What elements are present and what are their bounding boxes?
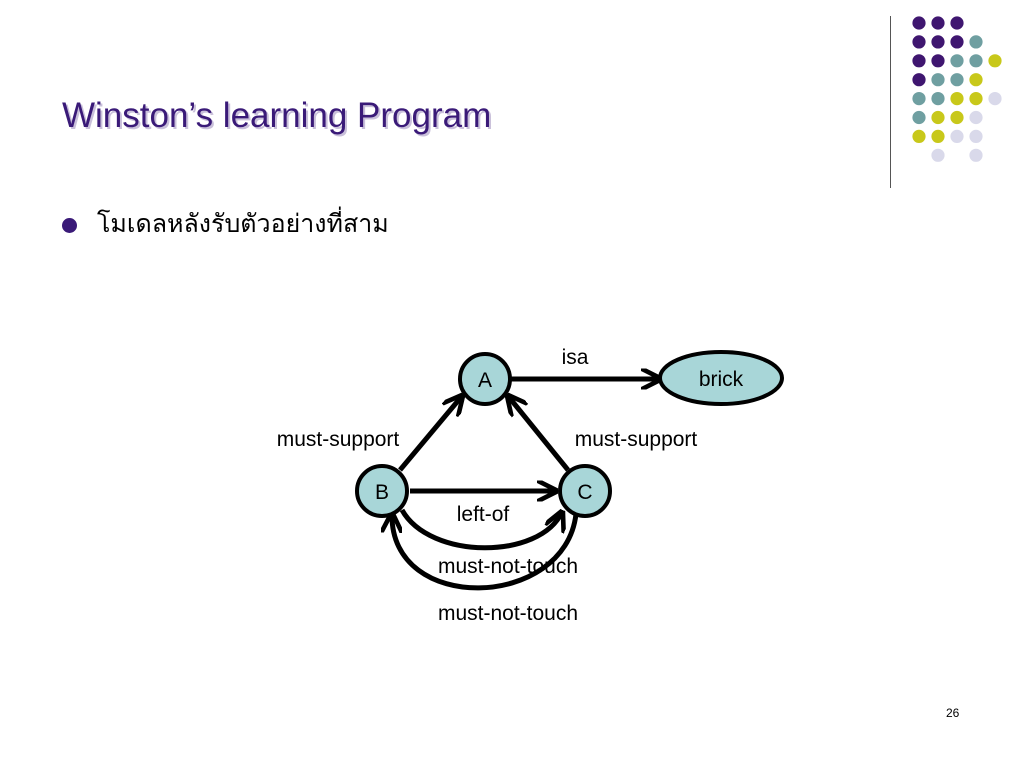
edge-b-a bbox=[398, 396, 462, 472]
decorative-dot bbox=[950, 110, 964, 125]
decorative-dot bbox=[931, 110, 945, 125]
edge-c-b-must-not-touch bbox=[392, 514, 579, 591]
decorative-dot-grid bbox=[912, 16, 1002, 162]
slide-title: Winston’s learning Program bbox=[62, 96, 492, 135]
bullet-item: โมเดลหลังรับตัวอย่างที่สาม bbox=[62, 204, 389, 244]
decorative-dot bbox=[988, 54, 1002, 68]
decorative-dot bbox=[950, 73, 964, 87]
decorative-dot bbox=[950, 92, 964, 106]
node-b: B bbox=[355, 464, 409, 518]
decorative-dot bbox=[931, 35, 945, 49]
decorative-dot bbox=[931, 16, 945, 30]
edge-label-must-support-left: must-support bbox=[277, 428, 400, 451]
node-a: A bbox=[458, 352, 512, 406]
edge-c-a bbox=[508, 396, 570, 472]
decorative-dot bbox=[912, 54, 926, 68]
decorative-dot bbox=[912, 129, 926, 143]
node-brick: brick bbox=[658, 350, 784, 406]
decorative-dot bbox=[912, 16, 926, 30]
decorative-dot bbox=[931, 92, 945, 106]
decorative-dot bbox=[988, 92, 1002, 106]
decorative-dot bbox=[969, 129, 983, 143]
edge-label-must-not-touch-lower: must-not-touch bbox=[438, 602, 578, 625]
decorative-dot bbox=[950, 35, 964, 49]
node-b-label: B bbox=[375, 481, 389, 504]
decorative-dot bbox=[912, 35, 926, 49]
decorative-dot bbox=[950, 54, 964, 68]
bullet-dot-icon bbox=[62, 217, 77, 233]
edge-label-must-support-right: must-support bbox=[575, 428, 698, 451]
decorative-dot bbox=[969, 148, 983, 162]
decorative-dot bbox=[931, 54, 945, 68]
decorative-dot bbox=[950, 129, 964, 143]
edge-b-c-must-not-touch bbox=[399, 510, 562, 551]
decorative-dot bbox=[969, 35, 983, 49]
edge-label-left-of: left-of bbox=[457, 503, 510, 526]
header-divider bbox=[890, 16, 891, 188]
edge-label-isa: isa bbox=[562, 346, 589, 369]
bullet-text: โมเดลหลังรับตัวอย่างที่สาม bbox=[97, 209, 389, 238]
node-a-label: A bbox=[478, 369, 492, 392]
node-c: C bbox=[558, 464, 612, 518]
decorative-dot bbox=[912, 73, 926, 87]
decorative-dot bbox=[969, 110, 983, 125]
decorative-dot bbox=[969, 92, 983, 106]
semantic-network-diagram: A B C brick isa must-support must-suppor… bbox=[277, 346, 784, 625]
decorative-dot bbox=[931, 73, 945, 87]
page-number: 26 bbox=[946, 706, 960, 720]
edge-label-must-not-touch-upper: must-not-touch bbox=[438, 555, 578, 578]
node-brick-label: brick bbox=[699, 368, 744, 391]
node-c-label: C bbox=[577, 481, 592, 504]
decorative-dot bbox=[931, 148, 945, 162]
decorative-dot bbox=[950, 16, 964, 30]
decorative-dot bbox=[931, 129, 945, 143]
decorative-dot bbox=[912, 92, 926, 106]
decorative-dot bbox=[969, 54, 983, 68]
decorative-dot bbox=[912, 110, 926, 125]
decorative-dot bbox=[969, 73, 983, 87]
